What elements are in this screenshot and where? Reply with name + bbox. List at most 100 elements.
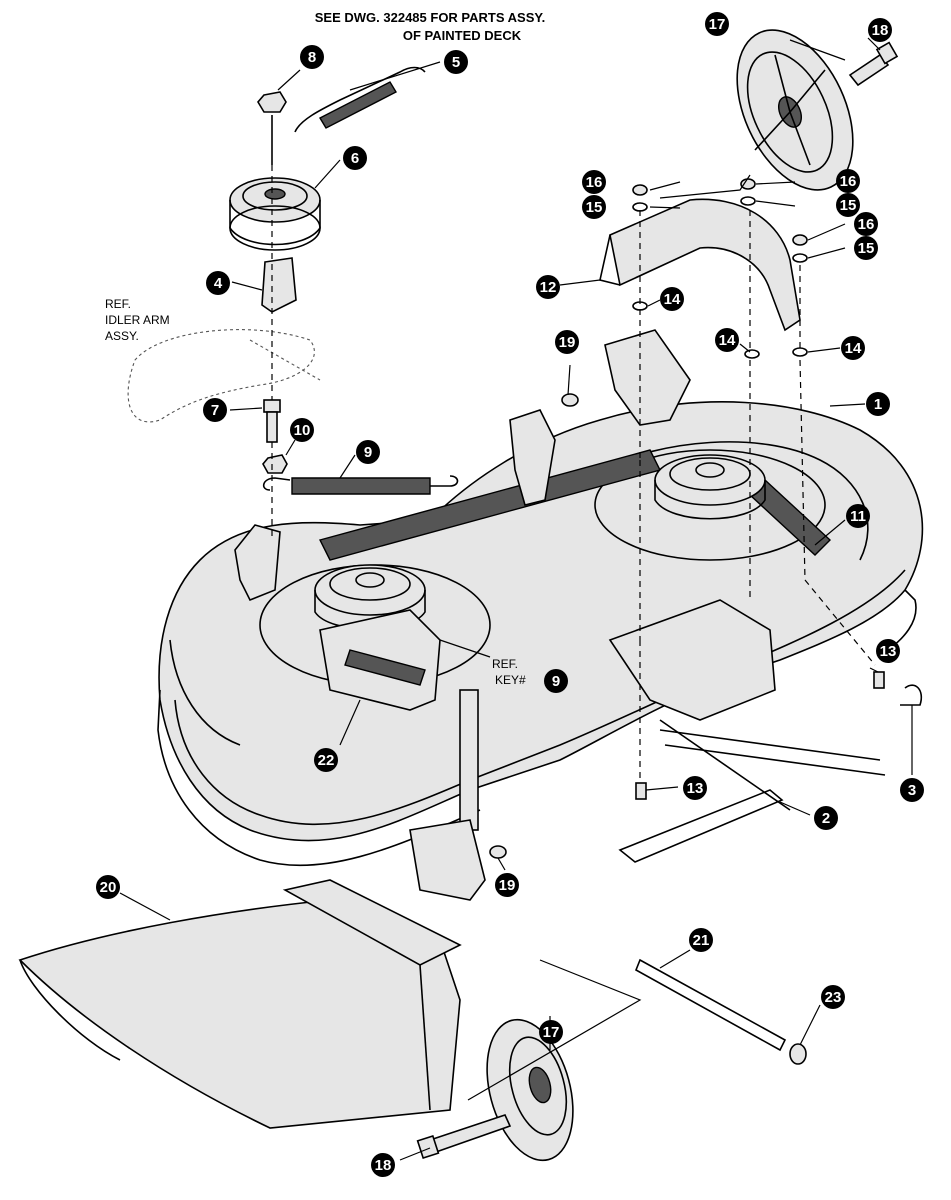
caster-bracket [604, 329, 691, 426]
callout-5-1: 5 [444, 50, 468, 74]
callout-14-3: 14 [841, 336, 865, 360]
callout-number: 6 [351, 150, 359, 167]
callout-number: 23 [825, 989, 842, 1006]
callout-16-2: 16 [836, 169, 860, 193]
callout-9-1: 9 [356, 440, 380, 464]
callout-bubble [866, 392, 890, 416]
callout-bubble [290, 418, 314, 442]
callout-number: 19 [559, 334, 576, 351]
callout-13-1: 13 [876, 639, 900, 663]
callout-number: 10 [294, 422, 311, 439]
callout-23-1: 23 [821, 985, 845, 1009]
callout-bubble [836, 193, 860, 217]
ref-idler-line-2: IDLER ARM [105, 313, 170, 327]
callout-12-1: 12 [536, 275, 560, 299]
callout-17-2: 17 [539, 1020, 563, 1044]
callout-13-2: 13 [683, 776, 707, 800]
callout-bubble [841, 336, 865, 360]
ref-idler-line-1: REF. [105, 297, 131, 311]
callout-number: 2 [822, 810, 830, 827]
callout-number: 20 [100, 879, 117, 896]
deck-wheel-bottom [486, 1018, 574, 1162]
callout-bubble [705, 12, 729, 36]
tension-spring [294, 66, 426, 133]
callout-15-1: 15 [582, 195, 606, 219]
callout-bubble [821, 985, 845, 1009]
callout-bubble [683, 776, 707, 800]
callout-bubble [539, 1020, 563, 1044]
washer-14b [744, 349, 760, 359]
callout-number: 15 [840, 197, 857, 214]
callout-9-2: 9 [544, 669, 568, 693]
callout-number: 12 [540, 279, 557, 296]
ref-idler-line-3: ASSY. [105, 329, 139, 343]
callout-number: 21 [693, 932, 710, 949]
callout-bubble [900, 778, 924, 802]
callout-bubble [582, 195, 606, 219]
callout-bubble [846, 504, 870, 528]
callout-bubble [371, 1153, 395, 1177]
callout-number: 11 [850, 508, 866, 525]
callout-number: 15 [586, 199, 603, 216]
callout-number: 13 [687, 780, 704, 797]
ref-key-note: REF. KEY# [492, 657, 526, 687]
deck-wheel-top [736, 29, 854, 191]
leader-lines [119, 37, 913, 1161]
callout-20-1: 20 [96, 875, 120, 899]
callout-bubble [660, 287, 684, 311]
callout-bubble [536, 275, 560, 299]
callout-2-1: 2 [814, 806, 838, 830]
callout-number: 17 [709, 16, 726, 33]
callout-bubble [715, 328, 739, 352]
callout-number: 9 [552, 673, 560, 690]
callout-bubble [836, 169, 860, 193]
callout-bubble [582, 170, 606, 194]
callout-bubble [854, 236, 878, 260]
callout-16-3: 16 [854, 212, 878, 236]
callout-3-1: 3 [900, 778, 924, 802]
nut-16a [632, 184, 648, 196]
header-line-2: OF PAINTED DECK [403, 28, 522, 43]
callout-10-1: 10 [290, 418, 314, 442]
callout-number: 14 [664, 291, 681, 308]
callout-number: 16 [858, 216, 875, 233]
callout-number: 14 [845, 340, 862, 357]
callout-bubble [814, 806, 838, 830]
callout-bubble [96, 875, 120, 899]
callout-bubble [868, 18, 892, 42]
nut-16c [792, 234, 808, 246]
washer-14c [792, 347, 808, 357]
callout-4-1: 4 [206, 271, 230, 295]
callout-number: 18 [872, 22, 889, 39]
callout-bubble [203, 398, 227, 422]
hex-nut-19-lower [489, 845, 507, 859]
callout-number: 16 [840, 173, 857, 190]
callout-1-1: 1 [866, 392, 890, 416]
callout-6-1: 6 [343, 146, 367, 170]
callout-number: 1 [874, 396, 882, 413]
discharge-chute [18, 879, 462, 1129]
callout-17-1: 17 [705, 12, 729, 36]
callout-bubble [206, 271, 230, 295]
nut-16b [740, 178, 756, 190]
callout-bubble [314, 748, 338, 772]
callout-number: 14 [719, 332, 736, 349]
header-line-1: SEE DWG. 322485 FOR PARTS ASSY. [315, 10, 545, 25]
lock-nut [262, 454, 288, 474]
mower-deck [157, 401, 924, 901]
callout-bubble [356, 440, 380, 464]
callout-18-2: 18 [371, 1153, 395, 1177]
callout-19-1: 19 [555, 330, 579, 354]
callout-number: 8 [308, 49, 316, 66]
callout-number: 7 [211, 402, 219, 419]
hex-nut-19 [561, 393, 579, 407]
callout-bubble [300, 45, 324, 69]
callout-14-2: 14 [715, 328, 739, 352]
ref-key-line-1: REF. [492, 657, 518, 671]
callout-number: 18 [375, 1157, 392, 1174]
callout-15-3: 15 [854, 236, 878, 260]
callout-number: 13 [880, 643, 897, 660]
